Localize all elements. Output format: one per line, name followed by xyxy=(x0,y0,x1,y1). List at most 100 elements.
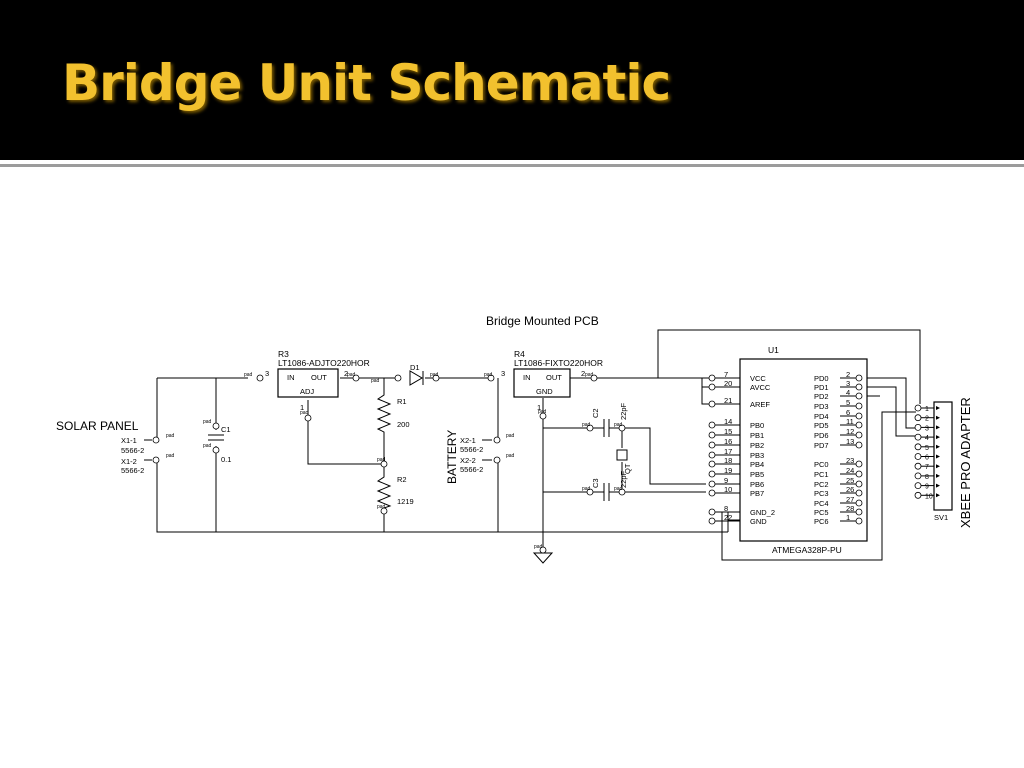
c1-name: C1 xyxy=(221,425,231,434)
battery-pin-label: X2-2 xyxy=(460,456,476,465)
u1-pin-name: PD6 xyxy=(814,431,829,440)
r1-value: 200 xyxy=(397,420,410,429)
u1-pin-pad xyxy=(855,421,863,429)
u1-pin-pad xyxy=(855,470,863,478)
u1-pin-pad xyxy=(708,470,716,478)
u1-pin-pad xyxy=(708,374,716,382)
crystal-network: C2 22pF C3 22pF QT xyxy=(586,402,632,501)
u1-pin-name: PD5 xyxy=(814,421,829,430)
u1-pin-pad xyxy=(708,441,716,449)
u1-pin-number: 16 xyxy=(724,437,732,446)
u1-pin-name: AVCC xyxy=(750,383,771,392)
u1-pin-number: 23 xyxy=(846,456,854,465)
pad-label: pad xyxy=(538,409,547,415)
r4-name: R4 xyxy=(514,349,525,359)
xbee-pin-arrow xyxy=(936,464,940,469)
u1-pin-name: PB0 xyxy=(750,421,764,430)
pad-label: pad xyxy=(614,422,623,428)
r3-pin-in: 3 xyxy=(265,369,269,378)
ground-icon xyxy=(532,546,554,564)
u1-pin-number: 6 xyxy=(846,408,850,417)
u1-pin-pad xyxy=(855,499,863,507)
solar-pin-label: X1-2 xyxy=(121,457,137,466)
diode-d1: D1 xyxy=(394,363,440,386)
u1-pin-pad xyxy=(855,441,863,449)
u1-pin-pad xyxy=(708,460,716,468)
u1-pin-pad xyxy=(708,480,716,488)
xbee-pin-pad xyxy=(914,414,922,422)
u1-pin-name: PC6 xyxy=(814,517,829,526)
u1-pin-number: 9 xyxy=(724,476,728,485)
battery-connector: BATTERY X2-1 5566-2 X2-2 5566-2 xyxy=(445,374,501,484)
u1-pin-number: 5 xyxy=(846,398,850,407)
pad-label: pad xyxy=(506,433,515,439)
pad-label: pad xyxy=(614,486,623,492)
regulator-r3: R3 LT1086-ADJTO220HOR IN OUT ADJ 3 2 1 xyxy=(256,349,370,422)
u1-pin-number: 17 xyxy=(724,447,732,456)
xbee-pin-number: 1 xyxy=(925,406,929,413)
slide-title: Bridge Unit Schematic xyxy=(62,54,671,112)
xbee-pin-number: 7 xyxy=(925,464,929,471)
u1-pin-number: 22 xyxy=(724,513,732,522)
u1-pin-name: PD1 xyxy=(814,383,829,392)
xbee-pin-number: 5 xyxy=(925,445,929,452)
u1-pin-name: PD3 xyxy=(814,402,829,411)
pcb-label: Bridge Mounted PCB xyxy=(486,314,599,328)
xbee-pin-number: 8 xyxy=(925,474,929,481)
xbee-pin-pad xyxy=(914,491,922,499)
xbee-label: XBEE PRO ADAPTER xyxy=(958,397,973,528)
u1-pin-number: 4 xyxy=(846,388,850,397)
pad-label: pad xyxy=(582,486,591,492)
solar-panel-label: SOLAR PANEL xyxy=(56,419,139,433)
u1-pin-name: PD2 xyxy=(814,392,829,401)
battery-pin-label: 5566-2 xyxy=(460,445,483,454)
xbee-pin-number: 9 xyxy=(925,484,929,491)
r3-part: LT1086-ADJTO220HOR xyxy=(278,358,370,368)
xbee-pin-arrow xyxy=(936,493,940,498)
resistor-r2: R2 1219 xyxy=(376,460,414,515)
c3-value: 22pF xyxy=(619,470,628,488)
u1-pin-pad xyxy=(855,374,863,382)
u1-pin-name: PB6 xyxy=(750,480,764,489)
u1-pin-number: 27 xyxy=(846,495,854,504)
u1-pin-pad xyxy=(708,383,716,391)
r3-in-label: IN xyxy=(287,373,295,382)
regulator-r4: R4 LT1086-FIXTO220HOR IN OUT GND 3 2 1 xyxy=(501,349,603,420)
pad-label: pad xyxy=(244,372,253,378)
u1-pin-number: 13 xyxy=(846,437,854,446)
pad-label: pad xyxy=(371,378,380,384)
header-divider-light xyxy=(0,160,1024,164)
pad-label: pad xyxy=(300,410,309,416)
u1-pin-pad xyxy=(708,517,716,525)
pad-label: pad xyxy=(377,457,386,463)
u1-pin-name: VCC xyxy=(750,374,766,383)
u1-pin-name: PB7 xyxy=(750,489,764,498)
r3-pin-out: 2 xyxy=(344,369,348,378)
u1-pin-pad xyxy=(855,431,863,439)
u1-pin-name: PB3 xyxy=(750,451,764,460)
xbee-pin-pad xyxy=(914,472,922,480)
xbee-pin-number: 2 xyxy=(925,416,929,423)
u1-pin-name: PB1 xyxy=(750,431,764,440)
r4-in-label: IN xyxy=(523,373,531,382)
c1-value: 0.1 xyxy=(221,455,231,464)
xbee-pin-number: 4 xyxy=(925,435,929,442)
u1-pin-name: PC1 xyxy=(814,470,829,479)
u1-pin-number: 19 xyxy=(724,466,732,475)
u1-pin-name: GND_2 xyxy=(750,508,775,517)
u1-pin-name: PD0 xyxy=(814,374,829,383)
u1-pin-name: AREF xyxy=(750,400,770,409)
schematic-wires xyxy=(156,329,921,561)
pad-label: pad xyxy=(506,453,515,459)
solar-pin-label: X1-1 xyxy=(121,436,137,445)
d1-name: D1 xyxy=(410,363,420,372)
xbee-pin-arrow xyxy=(936,444,940,449)
solar-panel-connector: SOLAR PANEL X1-1 5566-2 X1-2 5566-2 xyxy=(56,404,160,475)
xbee-pin-pad xyxy=(914,453,922,460)
u1-pin-pad xyxy=(855,402,863,410)
u1-pin-pad xyxy=(855,489,863,497)
xbee-pin-pad xyxy=(914,462,922,470)
